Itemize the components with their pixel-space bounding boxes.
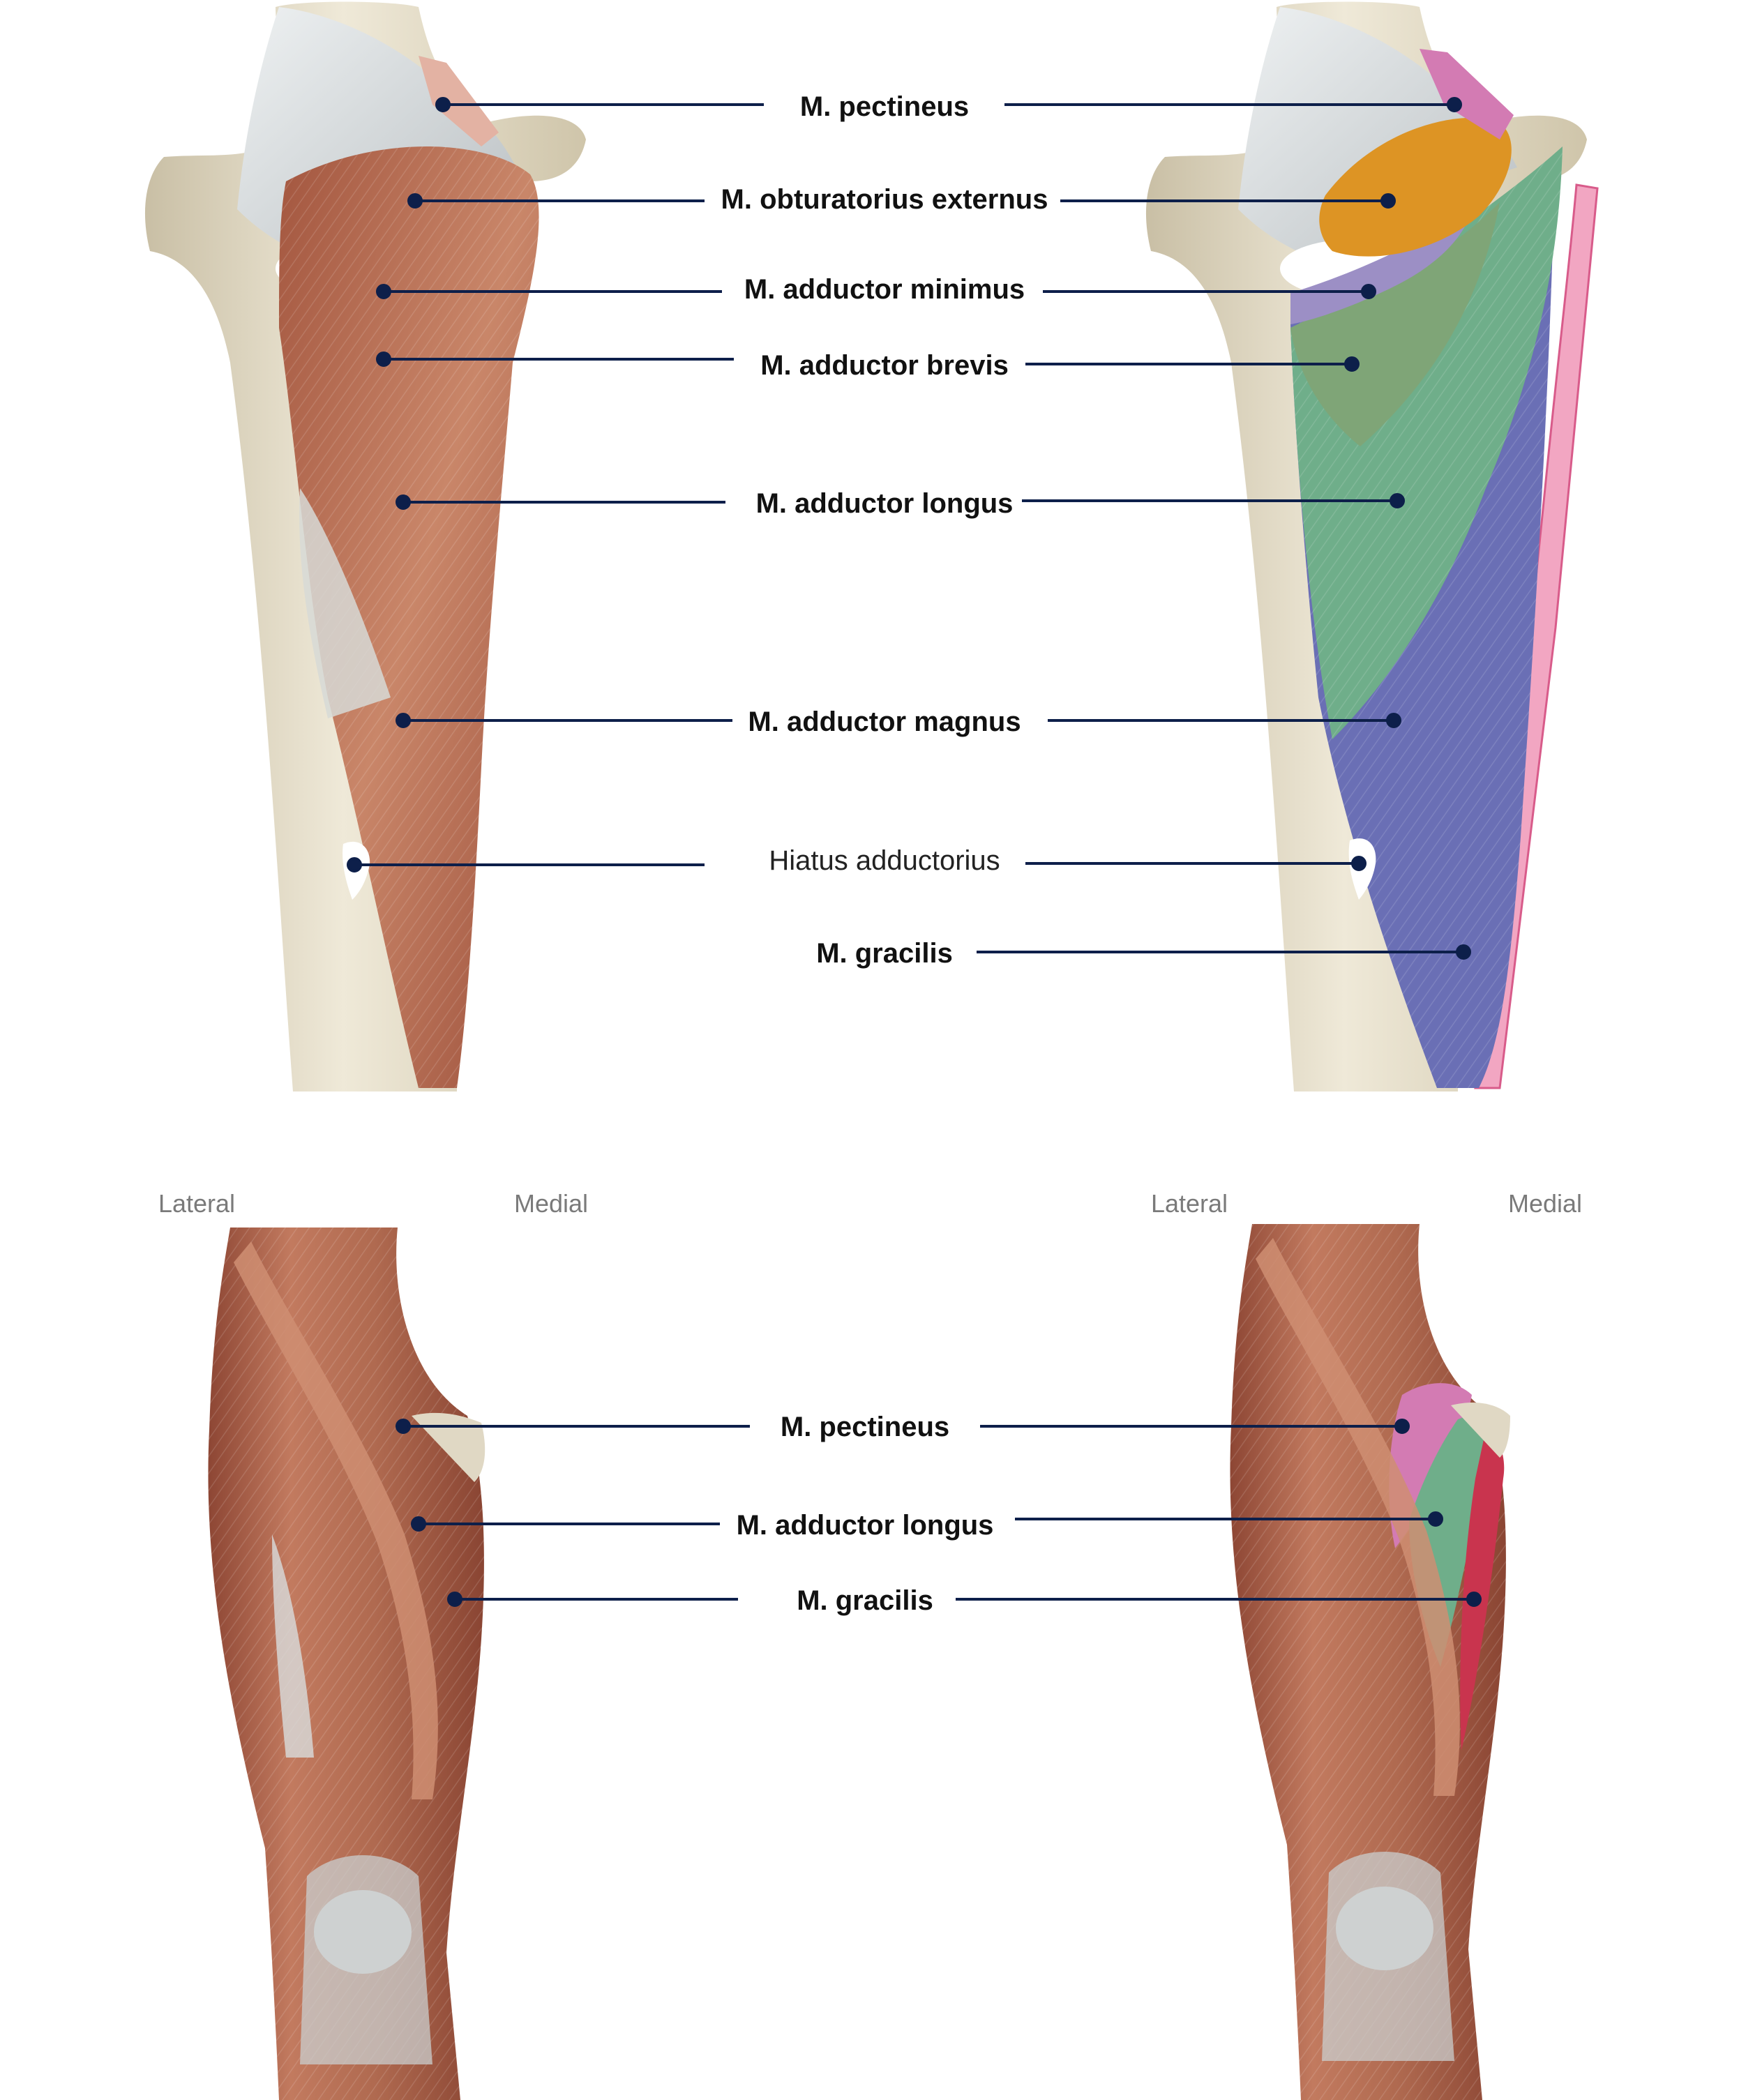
top-left-femur-illustration <box>144 1 587 1091</box>
label-obturatorius-externus: M. obturatorius externus <box>721 184 1048 215</box>
pubic-bone-edge <box>412 1412 485 1482</box>
leader-dot-left-obturatorius <box>407 193 423 209</box>
leader-dot-bottom-right-longus <box>1428 1511 1443 1527</box>
label-pectineus-top: M. pectineus <box>799 91 970 122</box>
leader-dot-right-obturatorius <box>1380 193 1396 209</box>
orientation-lateral-right: Lateral <box>1150 1189 1228 1218</box>
label-adductor-longus-bottom: M. adductor longus <box>736 1510 994 1541</box>
label-adductor-brevis: M. adductor brevis <box>760 350 1009 381</box>
label-gracilis-bottom: M. gracilis <box>797 1585 933 1616</box>
label-adductor-minimus: M. adductor minimus <box>744 274 1025 305</box>
leader-dot-right-minimus <box>1361 284 1376 299</box>
adductor-brevis-shape <box>1290 202 1500 446</box>
leader-dot-left-longus <box>396 494 411 510</box>
obturatorius-externus-shape <box>1319 117 1512 257</box>
label-pectineus-bottom: M. pectineus <box>780 1412 950 1442</box>
sartorius-band <box>234 1241 438 1799</box>
leader-dot-bottom-left-longus <box>411 1516 426 1532</box>
leader-dot-right-longus <box>1390 493 1405 508</box>
sartorius-band-colored <box>1256 1238 1460 1796</box>
leader-dot-left-pectineus <box>435 97 451 112</box>
leader-dot-bottom-right-pectineus <box>1394 1419 1410 1434</box>
leader-dot-left-hiatus <box>347 857 362 873</box>
gracilis-shape-bottom <box>1460 1430 1505 1751</box>
bottom-left-leg-illustration <box>208 1227 485 2100</box>
label-gracilis-top: M. gracilis <box>816 938 953 969</box>
top-right-femur-illustration <box>1145 1 1599 1091</box>
label-adductor-longus-top: M. adductor longus <box>755 488 1014 519</box>
leader-dot-right-gracilis <box>1456 944 1471 960</box>
tendon-sheet <box>299 488 391 718</box>
pubic-bone-edge-colored <box>1451 1402 1510 1458</box>
leader-dot-left-magnus <box>396 713 411 728</box>
leader-dot-left-brevis <box>376 352 391 367</box>
iliotibial-tendon <box>272 1534 314 1758</box>
leader-dot-bottom-left-gracilis <box>447 1592 462 1607</box>
label-adductor-magnus: M. adductor magnus <box>748 707 1021 737</box>
leader-dot-right-magnus <box>1386 713 1401 728</box>
leader-dot-right-pectineus <box>1447 97 1462 112</box>
leader-dot-right-hiatus <box>1351 856 1367 871</box>
pectineus-origin <box>419 56 499 146</box>
orientation-lateral-left: Lateral <box>158 1189 236 1218</box>
leader-dot-bottom-right-gracilis <box>1466 1592 1482 1607</box>
label-hiatus-adductorius: Hiatus adductorius <box>769 845 1000 876</box>
leader-dot-left-minimus <box>376 284 391 299</box>
pectineus-shape <box>1420 49 1514 139</box>
orientation-medial-right: Medial <box>1507 1189 1583 1218</box>
bottom-right-leg-illustration <box>1230 1224 1510 2100</box>
leader-dot-right-brevis <box>1344 356 1360 372</box>
knee-tendon-colored <box>1322 1852 1454 2061</box>
bottom-leader-lines <box>396 1419 1482 1607</box>
leader-dot-bottom-left-pectineus <box>396 1419 411 1434</box>
top-leader-lines <box>347 97 1471 960</box>
knee-tendon <box>300 1855 432 2064</box>
orientation-medial-left: Medial <box>513 1189 589 1218</box>
